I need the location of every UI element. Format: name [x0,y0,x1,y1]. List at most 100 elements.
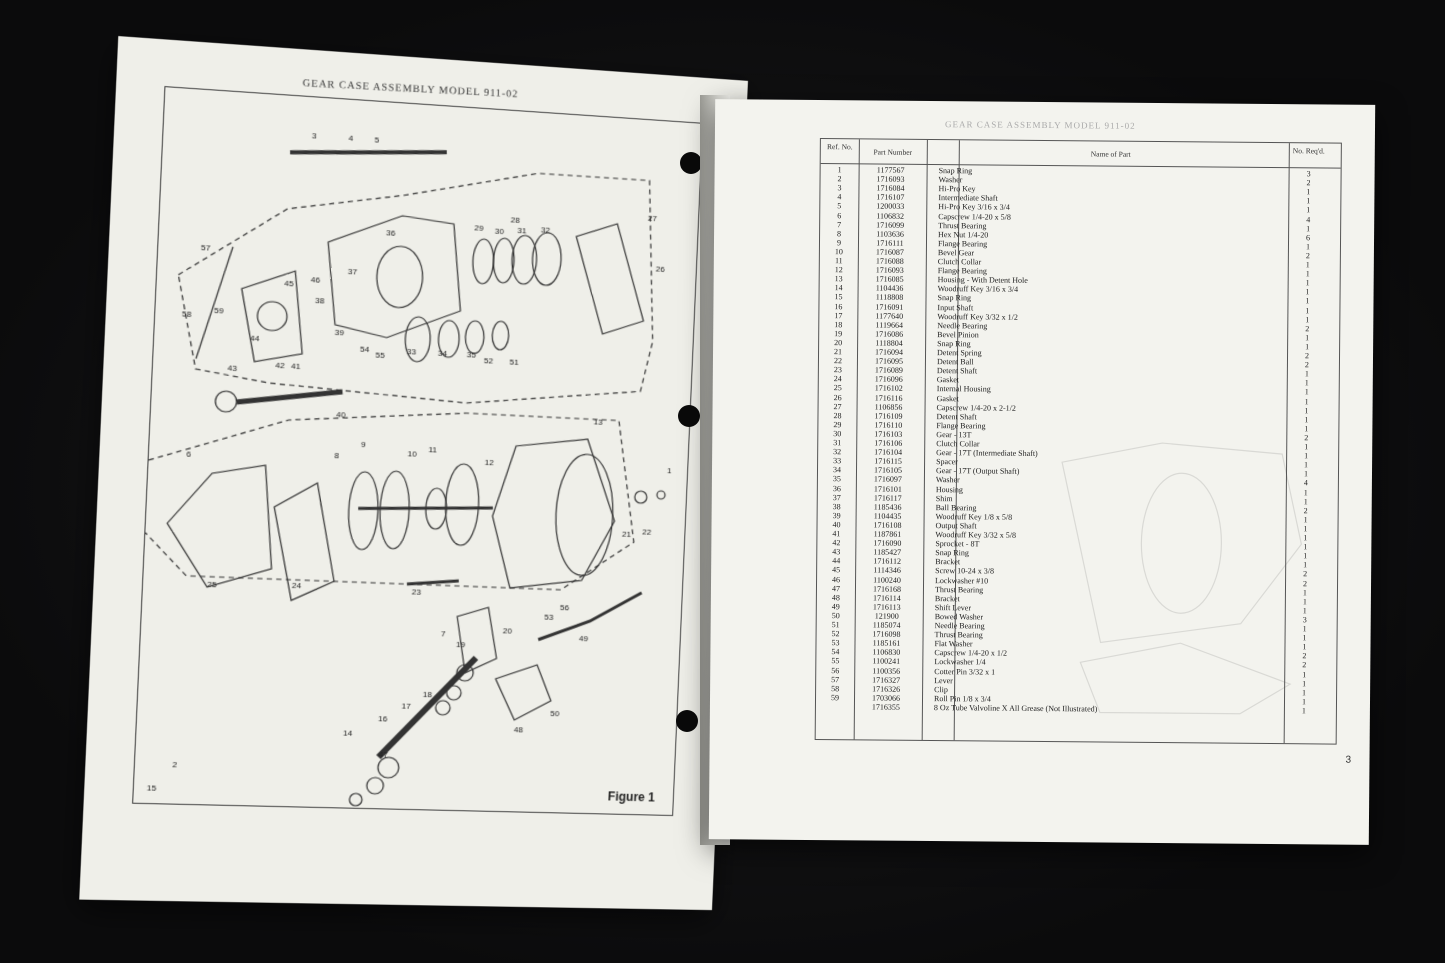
cell-qty: 1 [1285,560,1325,569]
cell-part: 1716085 [860,275,920,285]
cell-qty: 1 [1287,333,1327,342]
cell-qty: 4 [1286,479,1326,488]
callout-number: 2 [172,760,178,769]
cell-ref: 14 [820,283,858,292]
cell-part: 1716088 [860,256,920,266]
callout-number: 57 [201,243,211,253]
cell-qty: 1 [1287,297,1327,306]
cell-ref: 43 [817,547,855,556]
cell-part: 1716111 [860,238,920,248]
cell-part: 1716114 [857,593,917,603]
cell-ref: 2 [821,174,859,183]
callout-number: 30 [495,227,505,237]
callout-number: 39 [334,328,344,338]
cell-ref: 20 [819,338,857,347]
cell-part: 1106856 [859,402,919,412]
cell-qty: 1 [1287,342,1327,351]
cell-qty: 2 [1286,506,1326,515]
callout-number: 37 [348,267,358,277]
cell-ref: 3 [820,183,858,192]
cell-ref: 34 [818,465,856,474]
main-housing [489,435,618,592]
cell-qty: 2 [1287,351,1327,360]
page-number: 3 [1345,755,1351,766]
callout-number: 35 [467,350,477,359]
callout-number: 38 [315,296,325,306]
cell-part: 1716108 [857,520,917,530]
callout-number: 33 [407,347,417,357]
cell-ref: 28 [818,411,856,420]
callout-number: 56 [560,603,570,612]
cell-qty: 2 [1285,579,1325,588]
cell-part: 1716168 [857,584,917,594]
cell-part: 1716091 [859,302,919,312]
cell-qty: 1 [1288,242,1328,251]
cell-ref: 10 [820,247,858,256]
cell-qty: 1 [1284,697,1324,706]
bracket [238,268,305,364]
cell-ref: 29 [818,420,856,429]
cell-ref: 9 [820,238,858,247]
cell-qty: 1 [1287,378,1327,387]
cell-ref: 1 [821,165,859,174]
cell-part: 121900 [857,611,917,621]
cell-part: 1716098 [857,629,917,639]
cell-qty: 1 [1286,469,1326,478]
cell-ref: 31 [818,438,856,447]
cell-name: 8 Oz Tube Valvoline X All Grease (Not Il… [934,703,1254,715]
cell-qty: 1 [1286,460,1326,469]
cell-part: 1187861 [857,529,917,539]
cell-qty: 1 [1285,606,1325,615]
cell-qty: 1 [1288,187,1328,196]
right-page: GEAR CASE ASSEMBLY MODEL 911-02 Ref. No.… [709,99,1375,845]
cell-part: 1716110 [858,420,918,430]
lower-assembly-boundary [143,398,639,593]
callout-number: 10 [407,449,417,458]
cell-qty: 3 [1285,615,1325,624]
callout-number: 55 [375,351,385,361]
cell-ref: 18 [819,320,857,329]
cell-qty: 1 [1285,533,1325,542]
binder-hole-top [680,152,702,174]
cell-part: 1716103 [858,429,918,439]
cell-qty: 3 [1289,169,1329,178]
cell-qty: 1 [1284,688,1324,697]
cell-part: 1716099 [860,220,920,230]
cell-part: 1185161 [856,639,916,649]
callout-number: 16 [378,714,388,723]
cell-qty: 1 [1288,206,1328,215]
cell-part: 1177640 [859,311,919,321]
callout-number: 28 [511,215,521,225]
cell-part: 1185074 [857,620,917,630]
shift-lever [538,589,641,643]
cell-qty: 2 [1284,651,1324,660]
callout-number: 20 [503,626,513,635]
callout-number: 9 [361,440,367,449]
cell-qty: 1 [1284,679,1324,688]
cell-part: 1716086 [859,329,919,339]
callout-number: 43 [227,363,237,373]
cell-ref: 22 [819,356,857,365]
callout-number: 1 [667,466,672,475]
cell-ref: 38 [818,502,856,511]
cell-ref: 45 [817,565,855,574]
cell-ref: 32 [818,447,856,456]
cell-part: 1716094 [859,347,919,357]
cell-part: 1177567 [861,165,921,175]
cell-ref: 15 [819,292,857,301]
cell-ref: 47 [817,584,855,593]
callout-number: 40 [336,410,346,420]
cell-qty: 2 [1288,251,1328,260]
cell-ref: 56 [816,666,854,675]
cell-qty: 1 [1285,542,1325,551]
cell-part: 1716327 [856,675,916,685]
cell-qty: 1 [1288,196,1328,205]
cell-qty: 1 [1284,670,1324,679]
cell-part: 1100356 [856,666,916,676]
callout-number: 23 [412,587,422,596]
cell-part: 1716089 [859,366,919,376]
exploded-diagram-frame: 1234567891011121314151617181920212223242… [132,86,703,816]
callout-number: 5 [374,135,380,144]
cell-qty: 1 [1287,388,1327,397]
parts-table-header: Ref. No. Part Number Name of Part No. Re… [821,139,1341,169]
